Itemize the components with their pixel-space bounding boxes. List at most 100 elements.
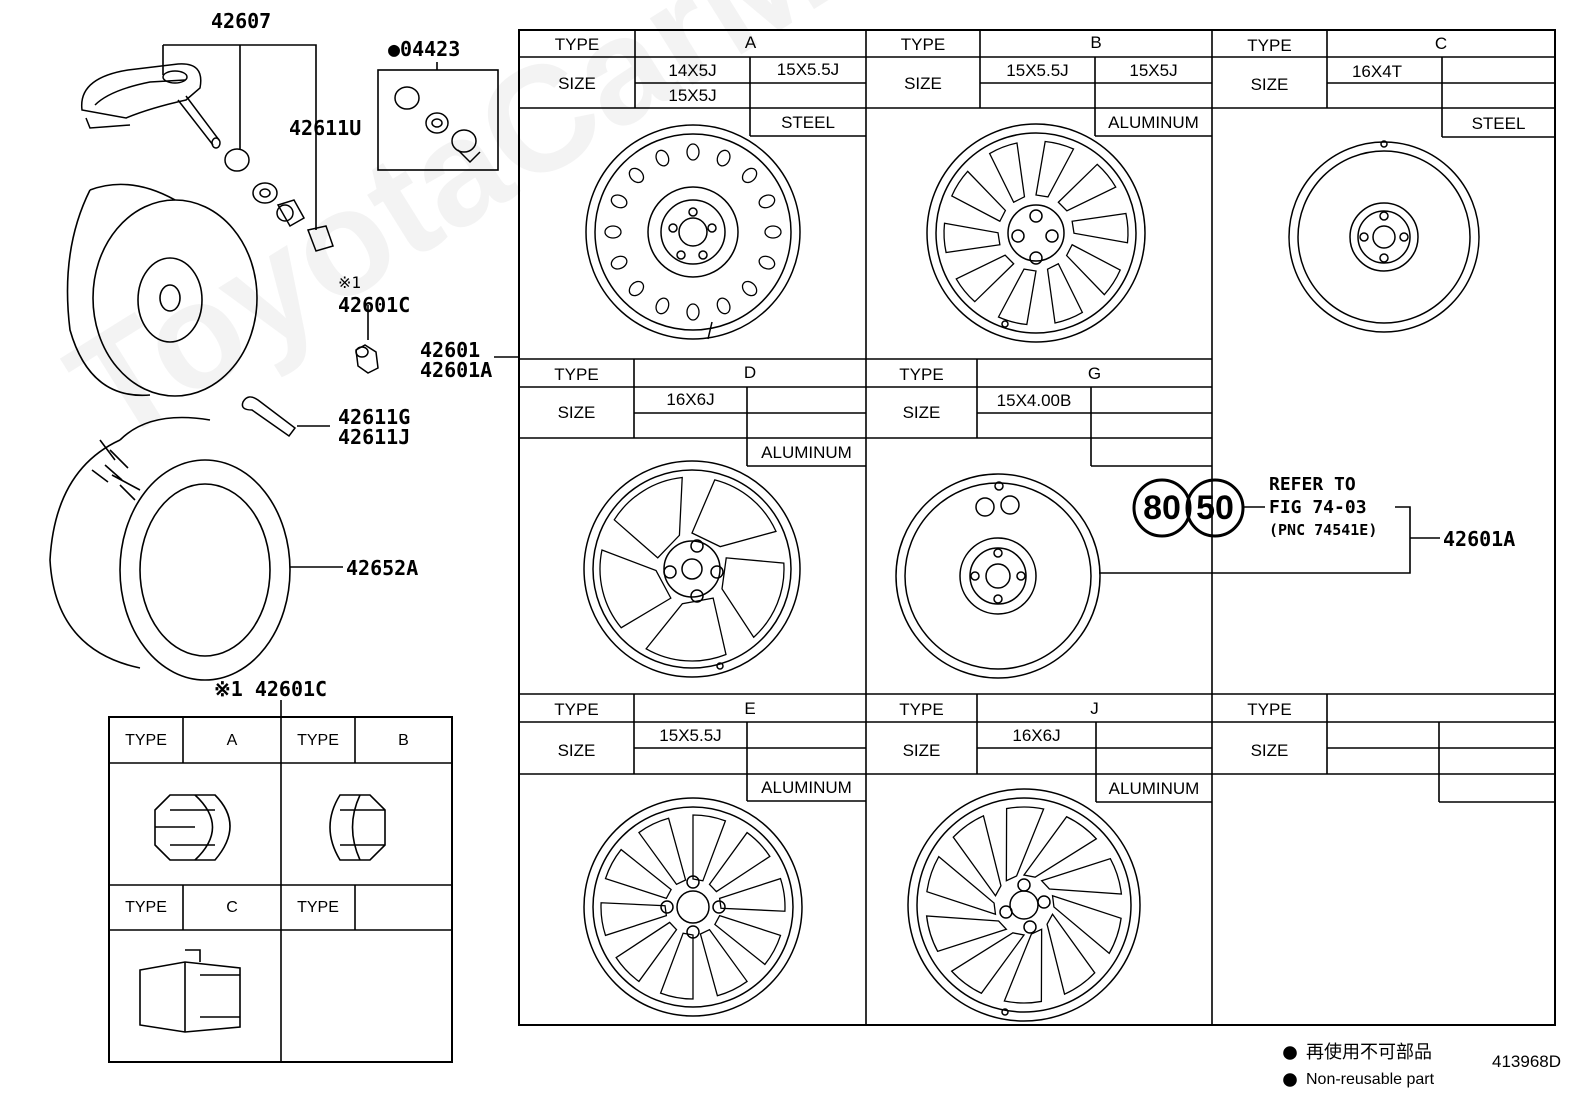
wheel-detail [764, 225, 782, 239]
size-label: SIZE [904, 74, 942, 93]
type-label: TYPE [1247, 36, 1292, 55]
wheel-detail [708, 831, 771, 893]
wheel-detail [692, 814, 727, 882]
wheel-detail [655, 297, 670, 315]
callout-spare-42601a: 42601A [1443, 527, 1516, 551]
material-d: ALUMINUM [761, 443, 852, 462]
size-label: SIZE [558, 74, 596, 93]
wheel-detail [721, 557, 785, 639]
material-c: STEEL [1471, 114, 1526, 133]
wheel-detail [628, 280, 645, 297]
wheel-detail [716, 149, 731, 167]
size-label: SIZE [1250, 741, 1289, 760]
wheel-detail [1005, 806, 1045, 882]
callout-42611g: 42611G [338, 405, 411, 429]
type-label: TYPE [899, 700, 944, 719]
size-a-2: 15X5.5J [776, 60, 840, 79]
size-c-1: 16X4T [1351, 62, 1403, 81]
material-e: ALUMINUM [761, 778, 852, 797]
wheel-detail [997, 268, 1037, 326]
type-label: TYPE [900, 35, 946, 54]
wheel-detail [1022, 815, 1098, 878]
wheel-detail [758, 194, 776, 209]
callout-42601c: 42601C [338, 293, 411, 317]
nut-type-label: TYPE [125, 732, 167, 749]
wheel-detail [758, 255, 776, 270]
size-label: SIZE [557, 403, 596, 422]
wheel-detail [718, 877, 786, 912]
nut-type-label: TYPE [297, 899, 339, 916]
wheel-detail [1046, 262, 1084, 324]
wheel-detail [600, 902, 668, 937]
wheel-detail [950, 932, 1026, 995]
type-label: TYPE [1247, 700, 1292, 719]
type-d-value: D [743, 363, 757, 382]
size-g-1: 15X4.00B [996, 391, 1072, 410]
wheel-detail [1035, 140, 1075, 198]
wheel-detail [741, 167, 758, 184]
refer-line1: REFER TO [1269, 474, 1356, 495]
wheel-detail [1065, 243, 1122, 296]
wheel-detail [604, 848, 672, 900]
wheel-detail [925, 915, 1008, 953]
wheel-detail [716, 297, 731, 315]
wheel-detail [1003, 928, 1043, 1004]
wheel-detail [599, 549, 672, 629]
type-label: TYPE [554, 35, 600, 54]
size-b-2: 15X5J [1129, 61, 1178, 80]
wheel-detail [613, 476, 683, 559]
callout-nut-note: ※1 [338, 273, 362, 292]
wheel-detail [686, 303, 700, 321]
wheel-detail [610, 194, 628, 209]
size-label: SIZE [557, 741, 596, 760]
callout-42607: 42607 [211, 9, 272, 33]
size-d-1: 16X6J [666, 390, 715, 409]
size-j-1: 16X6J [1012, 726, 1061, 745]
wheel-detail [1071, 212, 1129, 244]
type-label: TYPE [554, 700, 599, 719]
wheel-detail [691, 479, 777, 548]
type-b-value: B [1090, 33, 1102, 52]
callout-42652a: 42652A [346, 556, 419, 580]
wheel-detail [645, 597, 727, 662]
size-a-3: 15X5J [668, 86, 717, 105]
size-a-1: 14X5J [668, 61, 717, 80]
refer-line3: (PNC 74541E) [1269, 521, 1378, 539]
nut-table-title: ※1 42601C [214, 677, 328, 701]
nut-type-b: B [398, 732, 409, 749]
size-e-1: 15X5.5J [659, 726, 722, 745]
size-label: SIZE [902, 403, 941, 422]
type-label: TYPE [899, 365, 944, 384]
wheel-detail [686, 143, 700, 161]
type-label: TYPE [554, 365, 599, 384]
legend-jp: 再使用不可部品 [1306, 1042, 1432, 1062]
wheel-detail [1046, 913, 1096, 996]
figure-id: 413968D [1492, 1052, 1562, 1071]
wheel-detail [950, 170, 1007, 223]
wheel-detail [638, 817, 687, 886]
wheel-detail [615, 921, 678, 983]
callout-42601: 42601 [420, 338, 481, 362]
type-e-value: E [744, 699, 756, 718]
badge-80: 80 [1143, 489, 1181, 527]
size-label: SIZE [1250, 75, 1289, 94]
wheel-detail [952, 814, 1002, 897]
size-label: SIZE [902, 741, 941, 760]
nut-type-label: TYPE [125, 899, 167, 916]
wheel-detail [628, 167, 645, 184]
wheel-detail [604, 225, 622, 239]
size-b-1: 15X5.5J [1006, 61, 1069, 80]
nut-type-label: TYPE [297, 732, 339, 749]
wheel-detail [699, 928, 748, 997]
callout-42601a: 42601A [420, 358, 493, 382]
wheel-detail [955, 254, 1015, 303]
material-j: ALUMINUM [1108, 779, 1200, 798]
refer-line2: FIG 74-03 [1269, 497, 1367, 518]
wheel-detail [659, 932, 694, 1000]
wheel-detail [741, 280, 758, 297]
wheel-detail [1057, 163, 1117, 212]
callout-42611j: 42611J [338, 425, 411, 449]
wheel-detail [926, 855, 997, 916]
callout-04423: ●04423 [388, 37, 461, 61]
